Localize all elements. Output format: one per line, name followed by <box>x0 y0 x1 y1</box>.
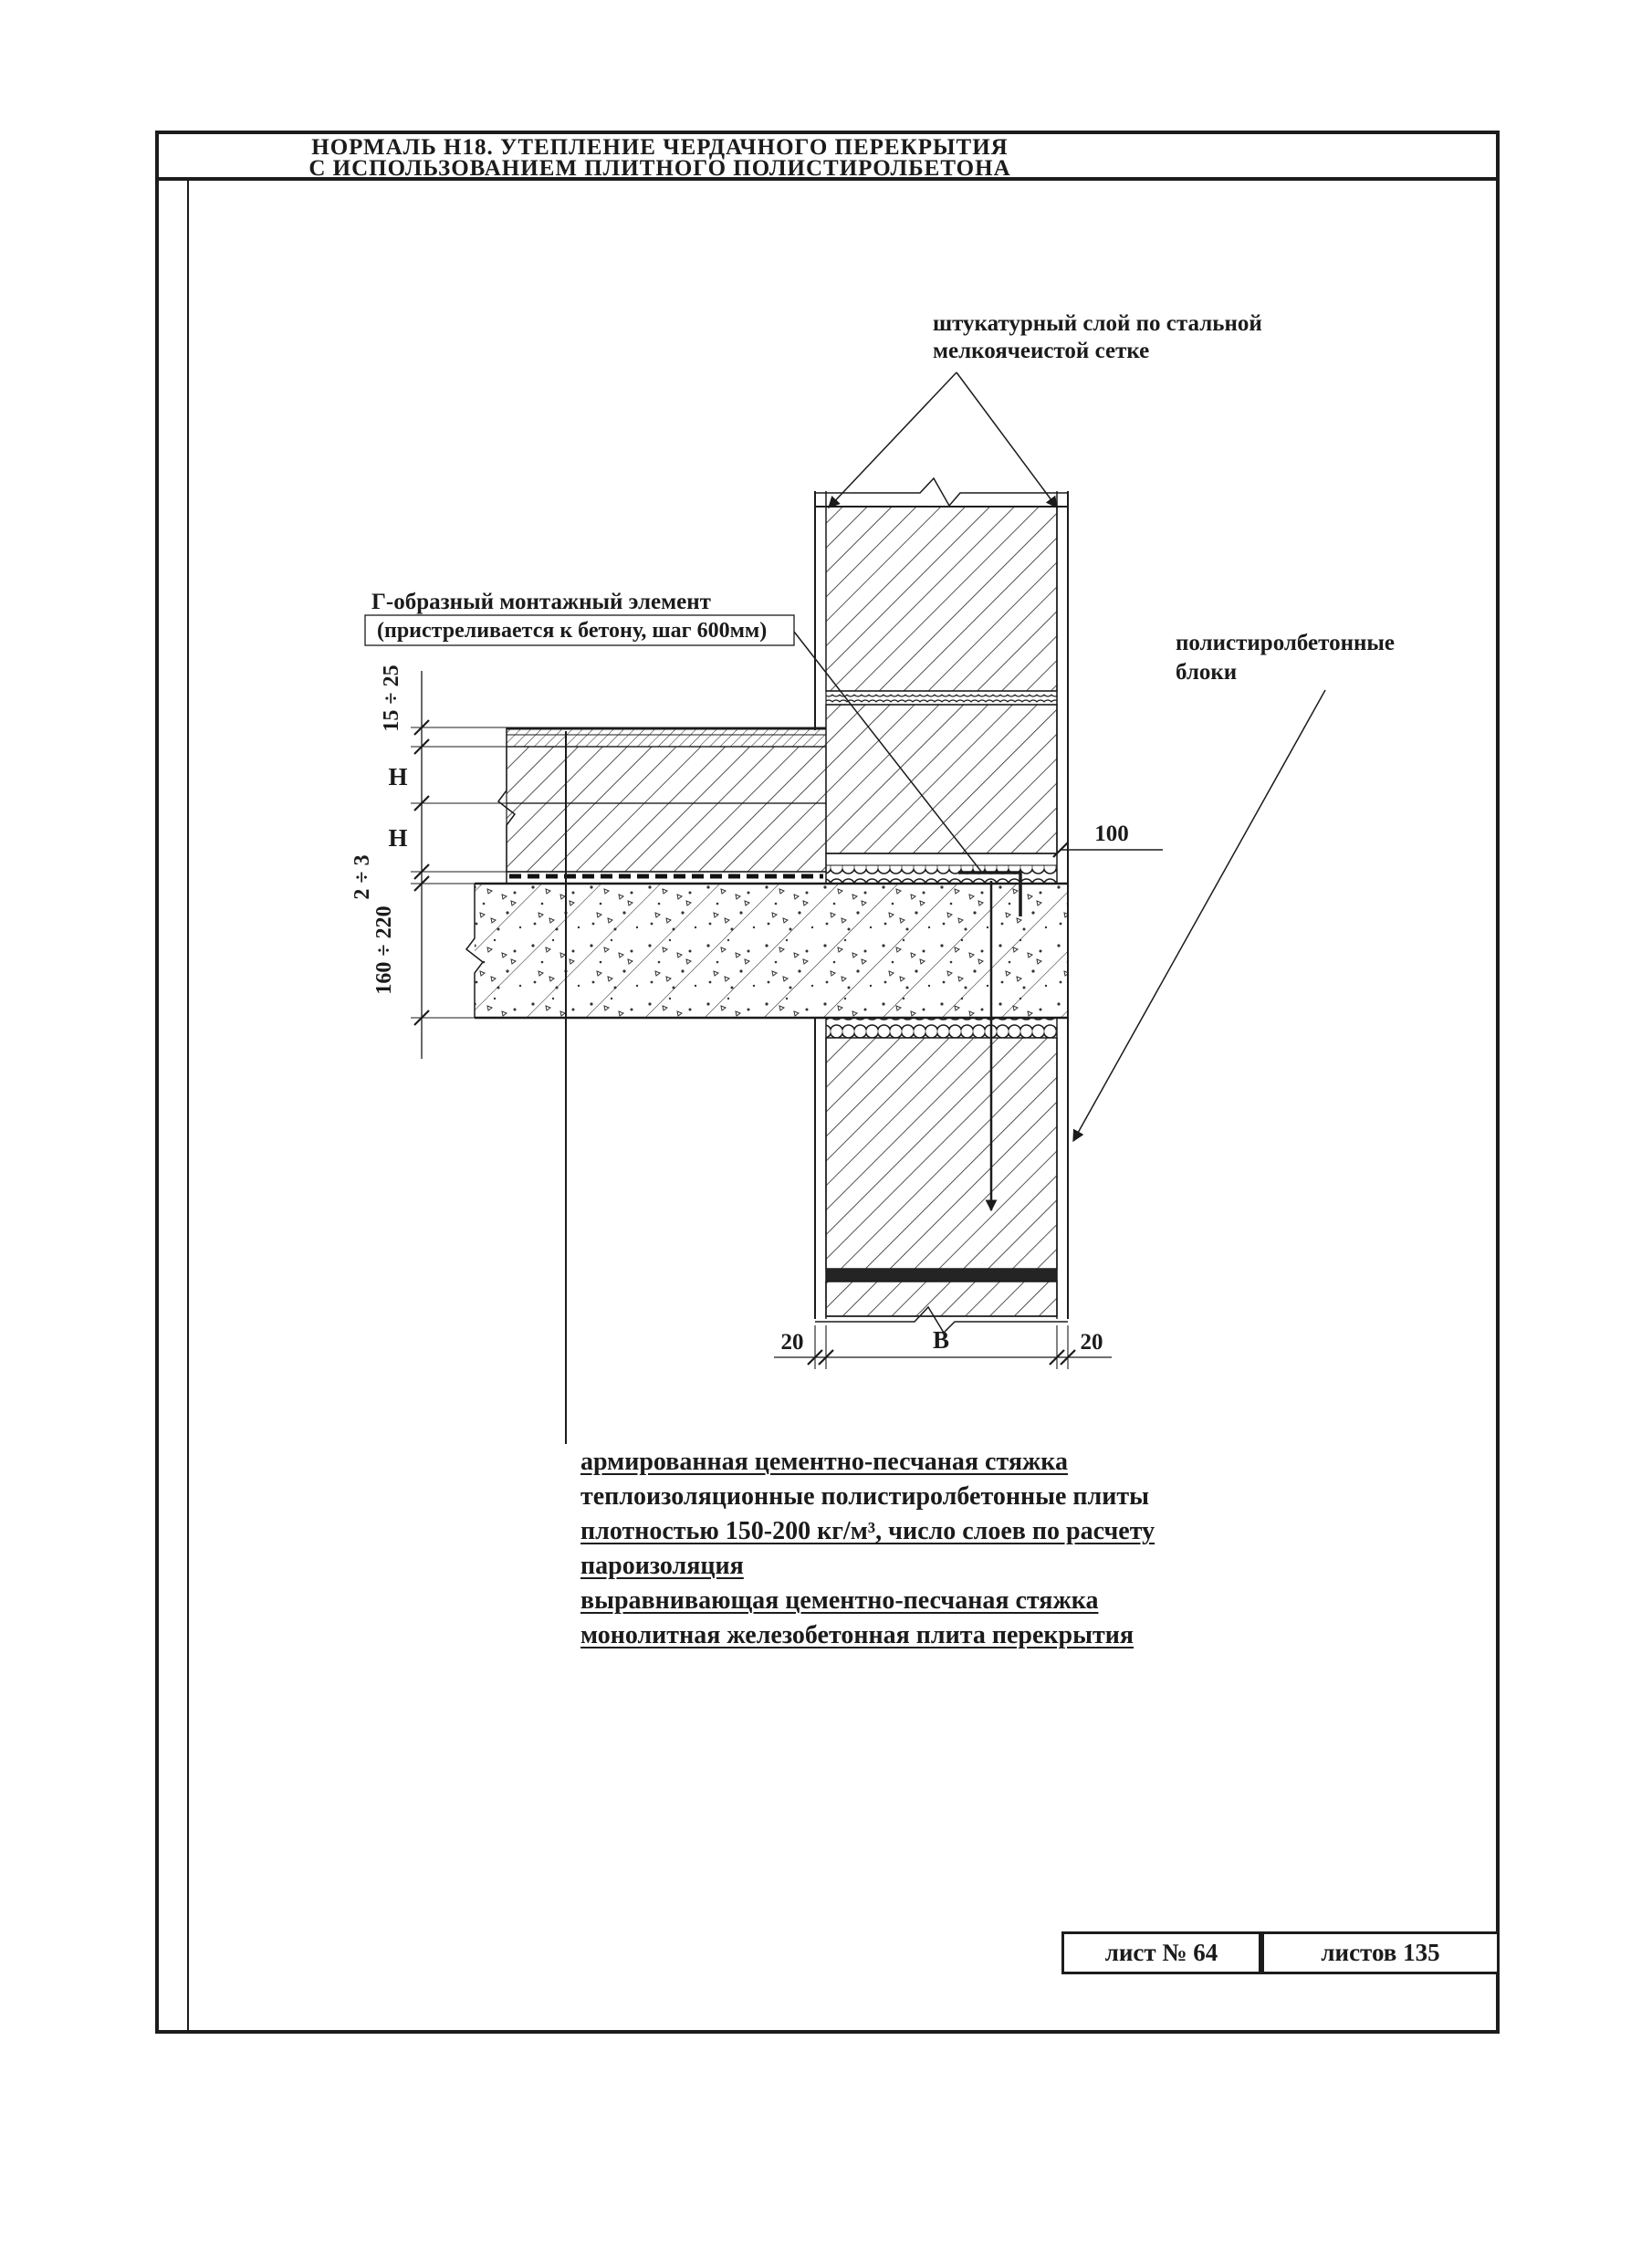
dim-screed-top-label: 15 ÷ 25 <box>380 665 403 731</box>
floor-left-break-line <box>497 727 517 884</box>
dim-leveling-label: 2 ÷ 3 <box>350 854 374 899</box>
title-line-1: НОРМАЛЬ Н18. УТЕПЛЕНИЕ ЧЕРДАЧНОГО ПЕРЕКР… <box>311 135 1009 160</box>
dimension-100: 100 <box>1052 822 1163 858</box>
dim-wall-width-label: В <box>933 1326 949 1354</box>
wall-bottom-break-line <box>815 1305 1068 1334</box>
legend-item: пароизоляция <box>580 1552 744 1580</box>
dim-layer-h2-label: Н <box>388 824 407 852</box>
layer-legend: армированная цементно-песчаная стяжка те… <box>580 1445 1302 1653</box>
sheet-number-box: лист № 64 <box>1061 1931 1261 1974</box>
floor-slab <box>465 727 1069 1020</box>
blocks-callout-line-2: блоки <box>1176 660 1237 685</box>
blocks-callout-line-1: полистиролбетонные <box>1176 631 1395 655</box>
dimension-bottom: 20 В 20 <box>774 1325 1112 1369</box>
reinforced-screed-layer <box>507 727 826 747</box>
sheet-title: НОРМАЛЬ Н18. УТЕПЛЕНИЕ ЧЕРДАЧНОГО ПЕРЕКР… <box>162 135 1157 181</box>
mount-callout-line-1: Г-образный монтажный элемент <box>371 590 711 614</box>
legend-item: армированная цементно-песчаная стяжка <box>580 1448 1068 1476</box>
mount-bracket <box>958 871 1022 916</box>
callout-blocks: полистиролбетонные блоки <box>1072 631 1395 1143</box>
dim-bearing-label: 100 <box>1094 822 1129 846</box>
title-line-2: С ИСПОЛЬЗОВАНИЕМ ПЛИТНОГО ПОЛИСТИРОЛБЕТО… <box>308 156 1011 181</box>
dim-plaster-right-label: 20 <box>1081 1330 1103 1355</box>
wall-lower <box>814 1017 1069 1334</box>
sheet-count-label: листов 135 <box>1321 1939 1440 1966</box>
wall-top-break-line <box>815 476 1068 508</box>
floor-layers <box>506 727 827 879</box>
dim-plaster-left-label: 20 <box>781 1330 804 1355</box>
legend-item: монолитная железобетонная плита перекрыт… <box>580 1621 1134 1649</box>
legend-item: выравнивающая цементно-песчаная стяжка <box>580 1586 1099 1615</box>
legend-item: плотностью 150-200 кг/м³, число слоев по… <box>580 1517 1155 1545</box>
sheet-number-label: лист № 64 <box>1104 1939 1218 1966</box>
sheet-frame <box>155 131 1500 2034</box>
plaster-callout-line-2: мелкоячеистой сетке <box>933 339 1149 363</box>
sheet-count-box: листов 135 <box>1261 1931 1500 1974</box>
binding-margin-line <box>187 181 189 2034</box>
wall-upper <box>814 476 1069 884</box>
callout-mount-element: Г-образный монтажный элемент (пристрелив… <box>364 590 983 874</box>
slab-left-break-line <box>465 884 485 1018</box>
callout-plaster: штукатурный слой по стальной мелкоячеист… <box>828 311 1262 509</box>
dimension-left: 15 ÷ 25 Н Н 2 ÷ 3 160 ÷ 220 <box>350 665 507 1059</box>
mount-callout-line-2: (пристреливается к бетону, шаг 600мм) <box>377 619 767 643</box>
legend-item: теплоизоляционные полистиролбетонные пли… <box>580 1482 1149 1511</box>
title-separator <box>155 177 1500 181</box>
insulation-layer-2 <box>506 802 827 873</box>
dim-slab-label: 160 ÷ 220 <box>372 905 396 994</box>
insulation-layer-1 <box>506 746 827 804</box>
mortar-joint-band <box>826 1269 1057 1282</box>
mount-callout-box <box>364 614 795 646</box>
plaster-callout-line-1: штукатурный слой по стальной <box>933 311 1262 336</box>
dim-layer-h1-label: Н <box>388 763 407 790</box>
